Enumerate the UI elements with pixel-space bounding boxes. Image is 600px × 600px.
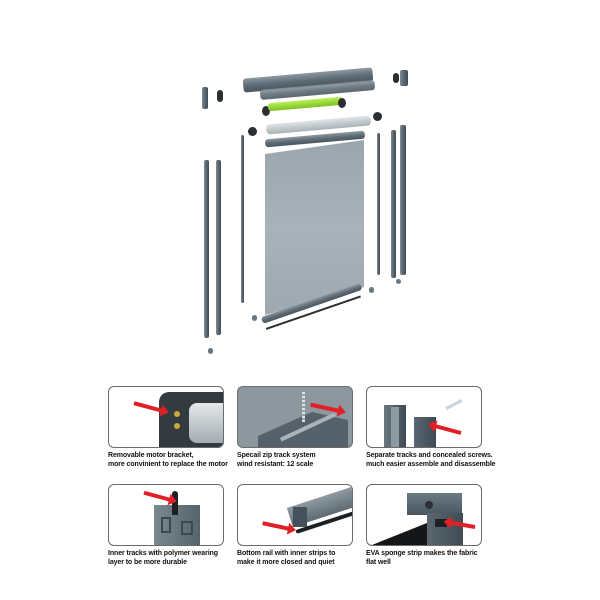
screw-icon — [445, 398, 463, 411]
roller-image — [189, 403, 223, 443]
track-slot — [181, 521, 193, 535]
corner-profile-image — [407, 493, 462, 515]
bottom-rail-cap-left — [252, 315, 257, 321]
red-arrow-icon — [143, 490, 172, 502]
zip-teeth — [302, 392, 305, 422]
motor-end-cap-right — [338, 98, 346, 108]
motor-tube — [267, 96, 344, 112]
track-left-slot — [391, 407, 399, 447]
feature-caption: Specail zip track system wind resistant:… — [237, 452, 316, 468]
feature-caption: Inner tracks with polymer wearing layer … — [108, 550, 218, 566]
right-inner-track — [377, 133, 380, 275]
exploded-diagram — [190, 55, 420, 365]
feature-caption: EVA sponge strip makes the fabric flat w… — [366, 550, 478, 566]
feature-panel-eva-sponge — [366, 484, 482, 546]
right-track-cap — [396, 279, 401, 284]
profile-hole — [425, 501, 433, 509]
left-outer-track — [204, 160, 209, 338]
right-bracket-plate-icon — [400, 70, 408, 86]
track-slot — [161, 517, 171, 533]
red-arrow-icon — [433, 423, 462, 435]
right-outer-track — [391, 130, 396, 278]
red-arrow-icon — [310, 402, 341, 413]
feature-panel-bottom-rail — [237, 484, 353, 546]
feature-panel-inner-tracks — [108, 484, 224, 546]
feature-panel-separate-tracks — [366, 386, 482, 448]
right-bracket-icon — [393, 73, 399, 83]
feature-caption: Bottom rail with inner strips to make it… — [237, 550, 336, 566]
bottom-rail-cap-right — [369, 287, 374, 293]
motor-end-cap-left — [262, 106, 270, 116]
rail-end-face — [293, 507, 307, 527]
left-outer-track-2 — [216, 160, 221, 335]
right-outer-track-2 — [400, 125, 406, 275]
roller-end-cap-right — [373, 112, 382, 121]
roller-end-cap-left — [248, 127, 257, 136]
fabric-screen — [265, 140, 364, 315]
left-bracket-icon — [202, 87, 208, 109]
left-inner-track — [241, 135, 244, 303]
left-track-cap — [208, 348, 213, 354]
feature-panel-zip-track — [237, 386, 353, 448]
motor-connector-icon — [174, 423, 180, 429]
feature-caption: Removable motor bracket, more convinient… — [108, 452, 228, 468]
feature-caption: Separate tracks and concealed screws. mu… — [366, 452, 496, 468]
red-arrow-icon — [262, 521, 291, 531]
sponge-slot — [435, 519, 447, 527]
feature-panel-motor-bracket — [108, 386, 224, 448]
motor-connector-icon — [174, 411, 180, 417]
left-bracket-clip-icon — [217, 90, 223, 102]
